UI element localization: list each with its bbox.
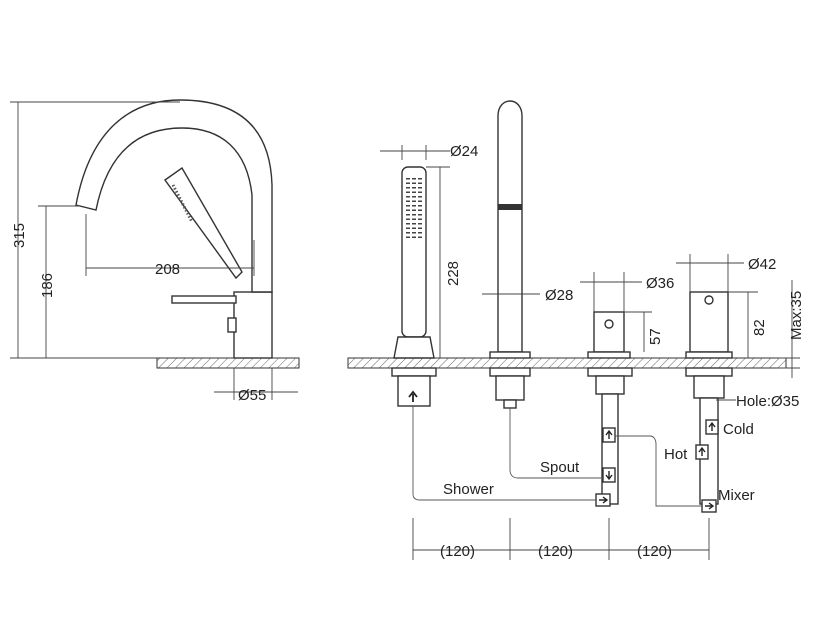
dim-mixer-height: 82 xyxy=(751,319,768,336)
dim-spout-height: 186 xyxy=(39,273,56,298)
label-shower: Shower xyxy=(443,481,494,498)
label-mixer: Mixer xyxy=(718,487,755,504)
dim-deck-max: Max:35 xyxy=(788,291,805,340)
side-lever xyxy=(171,295,237,304)
spacing-gap-2: (120) xyxy=(538,543,573,560)
side-handshower xyxy=(164,166,243,280)
spacing-gap-3: (120) xyxy=(637,543,672,560)
side-view: 315 186 208 Ø55 xyxy=(10,99,300,404)
side-spout-outer xyxy=(75,99,273,293)
side-lever-cap xyxy=(227,317,237,333)
label-spout: Spout xyxy=(540,459,580,476)
spacing-dimensions xyxy=(412,518,710,560)
label-hot: Hot xyxy=(664,446,688,463)
dim-valve-height: 57 xyxy=(647,328,664,345)
front-handshower xyxy=(391,166,437,407)
dim-total-height: 315 xyxy=(11,223,28,248)
spacing-gap-1: (120) xyxy=(440,543,475,560)
dim-handshower-len: 228 xyxy=(445,261,462,286)
dim-handshower-dia: Ø24 xyxy=(450,143,478,160)
front-mixer xyxy=(685,291,733,505)
connection-hoses xyxy=(412,406,719,513)
dim-hole: Hole:Ø35 xyxy=(736,393,799,410)
side-deck xyxy=(156,357,300,369)
front-view: Ø24 228 Ø28 Ø36 xyxy=(347,100,805,560)
side-base xyxy=(233,291,273,359)
front-spout xyxy=(489,100,531,409)
front-deck xyxy=(347,357,787,369)
dim-spout-dia: Ø28 xyxy=(545,287,573,304)
dim-base-dia: Ø55 xyxy=(238,387,266,404)
dim-mixer-dia: Ø42 xyxy=(748,256,776,273)
label-cold: Cold xyxy=(723,421,754,438)
dim-valve-dia: Ø36 xyxy=(646,275,674,292)
dim-reach: 208 xyxy=(155,261,180,278)
